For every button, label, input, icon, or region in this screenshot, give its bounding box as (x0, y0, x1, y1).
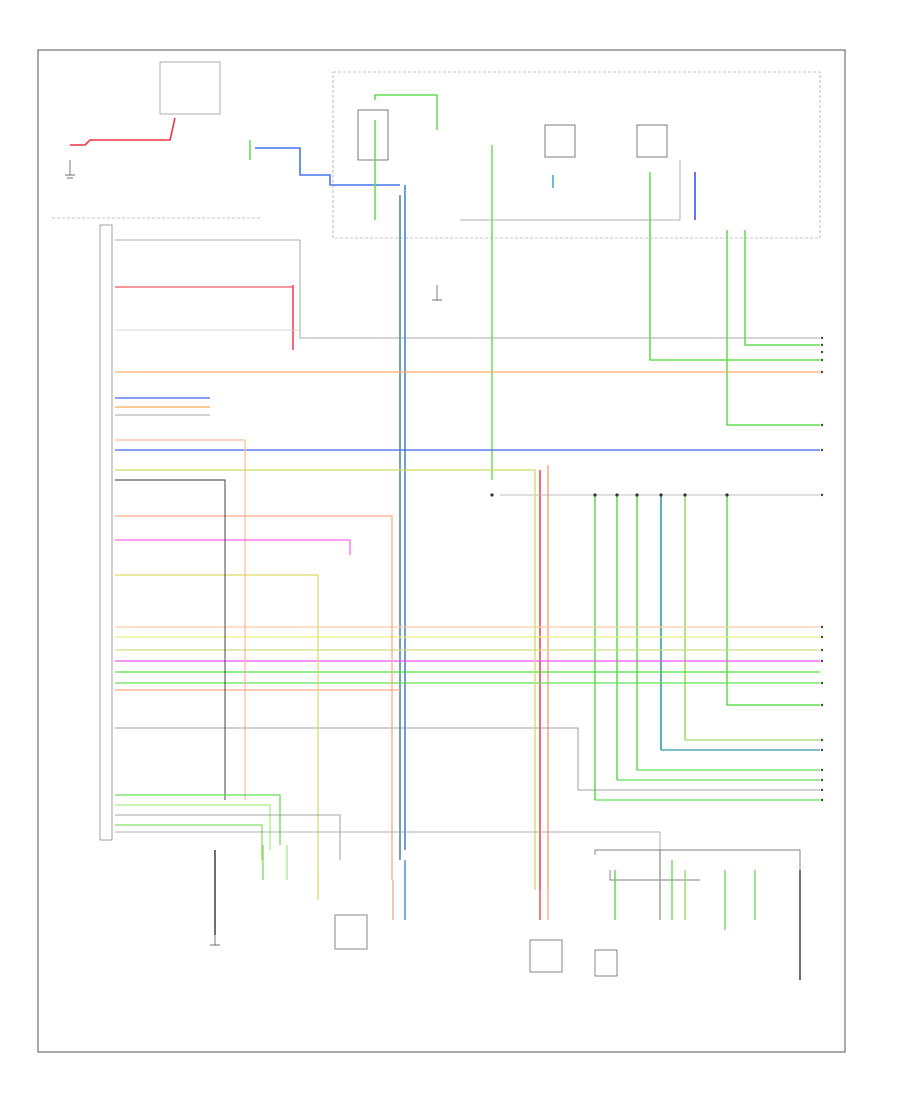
green-wire-top-2 (374, 94, 438, 110)
olive-yellow-h (115, 574, 319, 870)
pcm-connector (99, 224, 113, 841)
green-bottom-4 (115, 824, 263, 860)
gray-wire-topbus (299, 240, 820, 339)
vertical-wires (292, 145, 820, 890)
relay-box-left (159, 61, 221, 115)
blue-wire-top (255, 147, 400, 186)
green-wire-rt2 (726, 230, 820, 426)
relay-3 (357, 109, 389, 161)
relay-2 (636, 124, 668, 158)
horizontal-wires (115, 239, 820, 890)
olive-pcm-h2 (115, 469, 536, 890)
green-bottom-1 (115, 794, 281, 845)
salmon-h-2 (115, 439, 246, 800)
right-terminals (820, 336, 824, 802)
gray-wire-bus2 (460, 160, 681, 221)
green-vert-f (726, 495, 820, 706)
green-wire-rt (649, 172, 820, 361)
power-distribution-box (332, 71, 821, 239)
gray-bottom-3 (115, 814, 341, 860)
diagram-frame (37, 49, 846, 1053)
gray-h-1 (115, 727, 820, 791)
bottom-stubs (214, 845, 801, 980)
splice-dots (490, 493, 729, 497)
gray-bottom-5 (115, 831, 661, 850)
top-harness-wires (70, 94, 820, 426)
bottom-connectors (334, 849, 801, 977)
ground-symbols (65, 160, 442, 946)
pink-h (115, 539, 351, 555)
orange-pink-h (115, 515, 393, 880)
relay-1 (544, 124, 576, 158)
red-wire-top (70, 117, 176, 146)
green-wire-rt3 (744, 230, 820, 346)
black-pcm-h1 (115, 479, 226, 800)
green-bottom-2 (115, 804, 271, 850)
